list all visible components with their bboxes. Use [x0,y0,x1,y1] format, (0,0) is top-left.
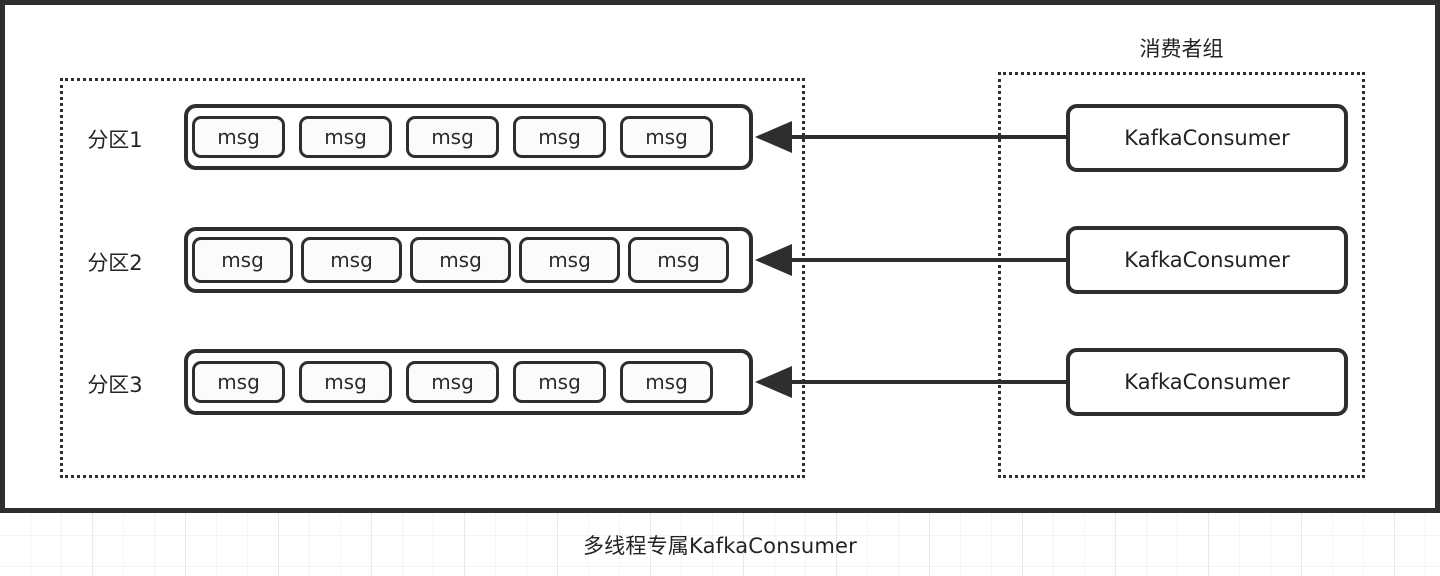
consumer-group-title: 消费者组 [1139,37,1224,61]
kafka-consumer-2: KafkaConsumer [1066,226,1348,294]
partition-label-1: 分区1 [87,128,143,152]
partition-row-2: msg msg msg msg msg [184,227,753,293]
message-box: msg [192,116,285,158]
message-box: msg [513,116,606,158]
message-box: msg [192,361,285,403]
message-box: msg [406,361,499,403]
message-box: msg [406,116,499,158]
message-box: msg [192,237,293,283]
message-box: msg [620,116,713,158]
message-box: msg [620,361,713,403]
broker-partition-group [60,78,805,478]
message-box: msg [299,361,392,403]
message-box: msg [628,237,729,283]
message-box: msg [299,116,392,158]
kafka-consumer-1: KafkaConsumer [1066,104,1348,172]
message-box: msg [301,237,402,283]
diagram-caption: 多线程专属KafkaConsumer [582,533,857,558]
message-box: msg [410,237,511,283]
partition-row-3: msg msg msg msg msg [184,349,753,415]
caption-strip: 多线程专属KafkaConsumer [0,513,1440,576]
diagram-frame: 消费者组 分区1 msg msg msg msg msg 分区2 msg msg… [0,0,1440,513]
message-box: msg [513,361,606,403]
message-box: msg [519,237,620,283]
partition-label-3: 分区3 [87,373,143,397]
partition-label-2: 分区2 [87,251,143,275]
consumer-group-box [998,72,1365,478]
partition-row-1: msg msg msg msg msg [184,104,753,170]
kafka-consumer-3: KafkaConsumer [1066,348,1348,416]
